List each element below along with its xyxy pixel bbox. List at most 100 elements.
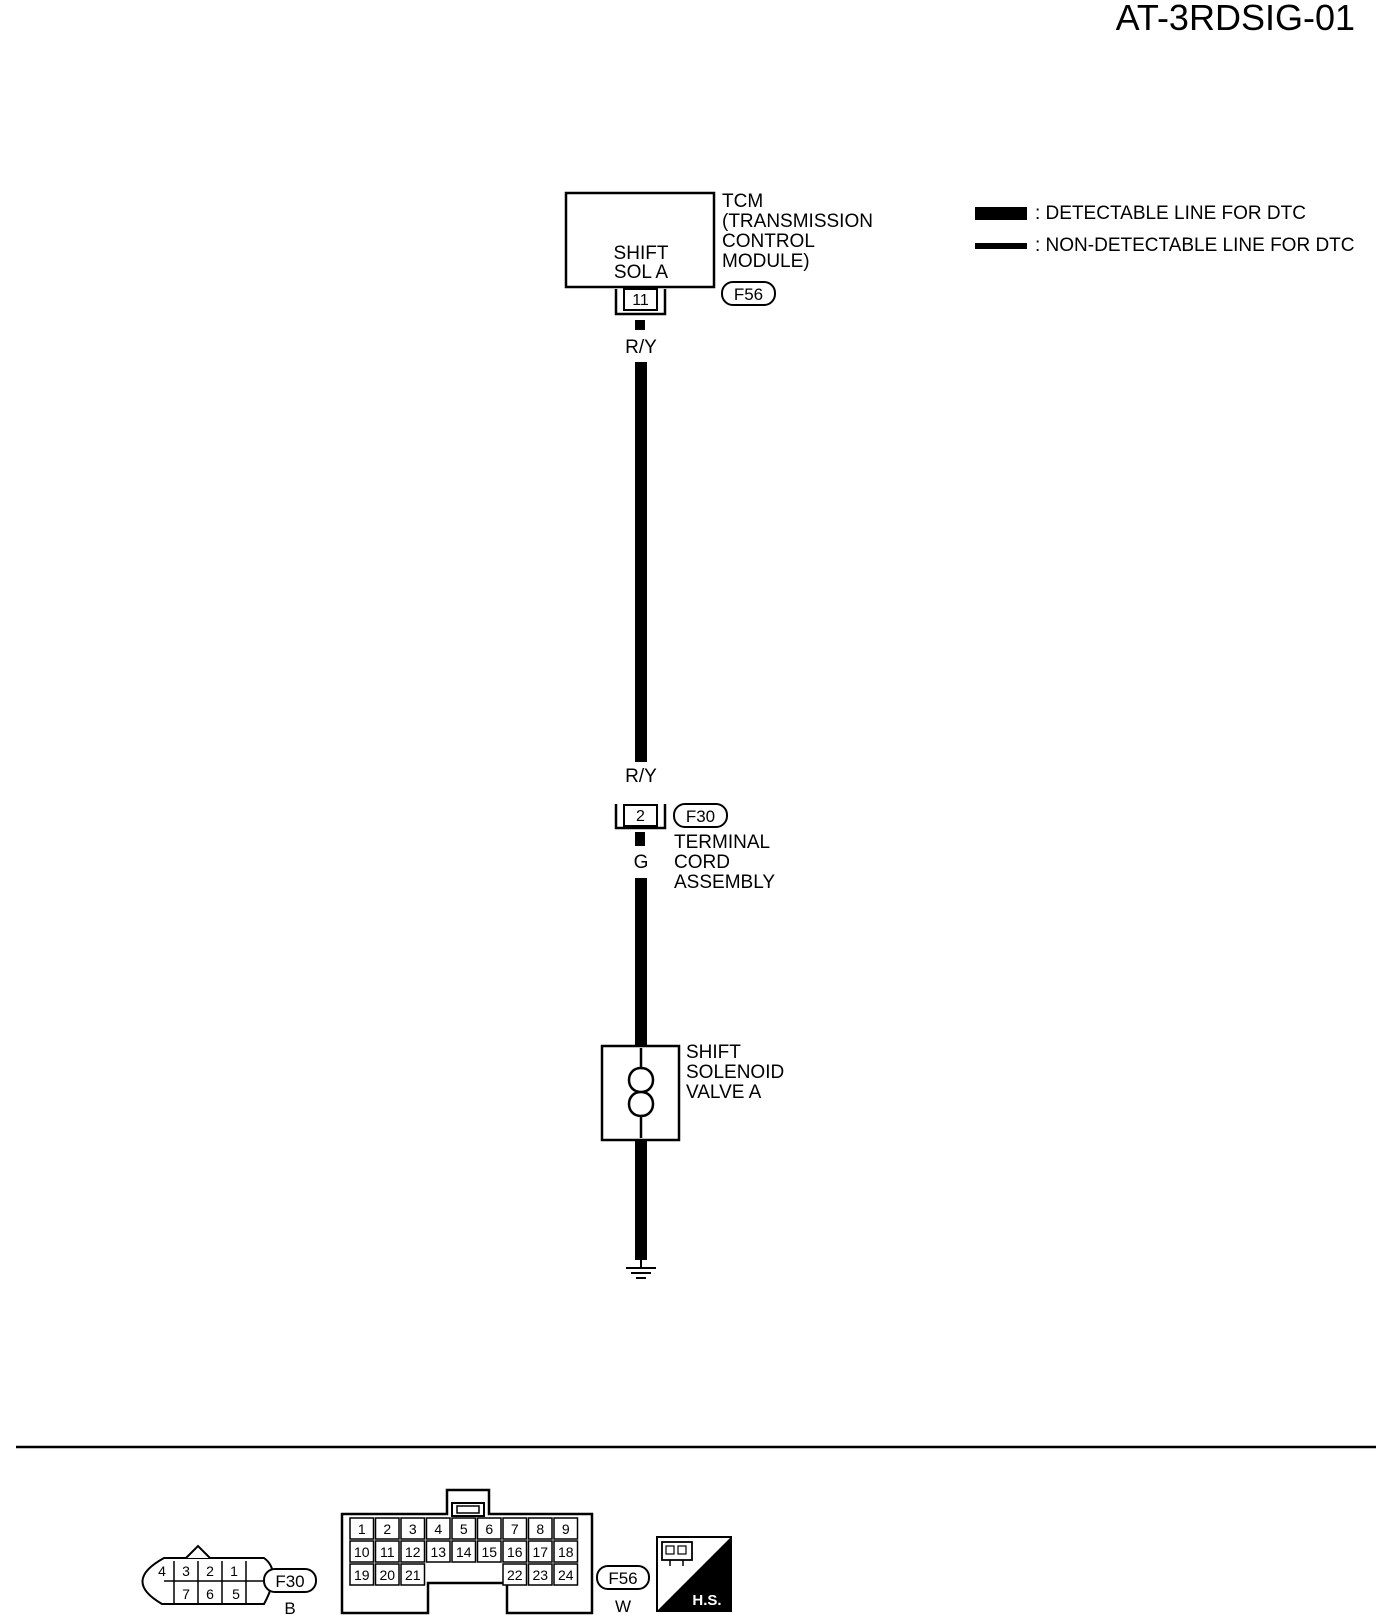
harness-side-symbol: H.S. (656, 1536, 732, 1612)
tcm-name-4: MODULE) (722, 251, 810, 272)
tcm-terminal-number: 11 (632, 292, 649, 309)
f56-pin: 19 (354, 1567, 370, 1583)
tcm-name-1: TCM (722, 191, 763, 212)
terminal-cord-name-1: TERMINAL (674, 832, 770, 853)
f56-pin-cell (425, 1540, 451, 1563)
f56-pin: 10 (354, 1544, 370, 1560)
legend-detectable-label: : DETECTABLE LINE FOR DTC (1035, 203, 1306, 224)
f56-pin-cell (425, 1517, 451, 1540)
f30-face-tag (263, 1568, 317, 1593)
f56-pin: 24 (558, 1567, 574, 1583)
wire-color-lower: R/Y (625, 766, 657, 787)
f30-terminal-box (623, 804, 658, 827)
f56-pin: 3 (409, 1521, 417, 1537)
tcm-connector-id: F56 (734, 285, 763, 304)
tcm-name-3: CONTROL (722, 231, 815, 252)
f30-face-id: F30 (275, 1572, 304, 1591)
tcm-name-2: (TRANSMISSION (722, 211, 873, 232)
hs-label: H.S. (692, 1592, 721, 1609)
hs-black-triangle (657, 1537, 731, 1611)
f56-pin: 20 (379, 1567, 395, 1583)
f30-connector-id: F30 (686, 807, 715, 826)
tcm-inner-label-1: SHIFT (614, 243, 669, 264)
f30-terminal-number: 2 (636, 808, 645, 825)
f30-pin: 1 (230, 1563, 238, 1579)
f56-pin-cell (502, 1540, 528, 1563)
f30-pin: 6 (206, 1586, 214, 1602)
f30-face-color: B (284, 1599, 295, 1618)
f56-pin: 11 (380, 1544, 395, 1560)
f30-key-tab (185, 1544, 211, 1559)
f56-pin-cell (553, 1517, 579, 1540)
f56-pin: 12 (405, 1544, 421, 1560)
diagram-code: AT-3RDSIG-01 (1116, 0, 1355, 38)
f56-pin: 6 (485, 1521, 493, 1537)
wire-main-ry (635, 362, 647, 762)
f30-pin: 3 (182, 1563, 190, 1579)
f30-pin: 4 (158, 1563, 166, 1579)
connector-icon (661, 1541, 693, 1566)
solenoid-name-1: SHIFT (686, 1042, 741, 1063)
f56-pin-cell (374, 1517, 400, 1540)
f56-pin-cell (349, 1563, 375, 1586)
f56-pin: 18 (558, 1544, 574, 1560)
legend-non-detectable-swatch (975, 243, 1027, 249)
f56-pin: 23 (532, 1567, 548, 1583)
f56-pin-cell (553, 1540, 579, 1563)
f56-pin: 17 (532, 1544, 548, 1560)
f56-pin: 4 (434, 1521, 442, 1537)
f56-pin-cell (451, 1540, 477, 1563)
f56-pin-cell (553, 1563, 579, 1586)
tcm-inner-label-2: SOL A (614, 262, 669, 283)
f30-bracket (614, 804, 667, 830)
f56-face-color: W (615, 1597, 631, 1616)
tcm-block: SHIFT SOL A TCM (TRANSMISSION CONTROL MO… (564, 191, 873, 316)
f56-pin: 8 (536, 1521, 544, 1537)
f56-pin-cell (349, 1540, 375, 1563)
f56-face-tag (596, 1565, 650, 1590)
f56-pin: 2 (383, 1521, 391, 1537)
f56-pin-cell (374, 1563, 400, 1586)
f56-pin-cell (476, 1517, 502, 1540)
f56-pin-cell (400, 1563, 426, 1586)
terminal-cord-name-2: CORD (674, 852, 730, 873)
f30-connector-face: 4 3 2 1 7 6 5 F30 B (141, 1544, 317, 1618)
wire-tcm-stub (635, 320, 645, 330)
legend-non-detectable-label: : NON-DETECTABLE LINE FOR DTC (1035, 235, 1355, 256)
legend: : DETECTABLE LINE FOR DTC : NON-DETECTAB… (975, 203, 1355, 256)
wire-color-g: G (634, 852, 649, 873)
f56-pin-cell (502, 1517, 528, 1540)
f56-pin-cell (400, 1540, 426, 1563)
f56-pin: 5 (460, 1521, 468, 1537)
shift-solenoid-valve: SHIFT SOLENOID VALVE A (600, 1042, 784, 1142)
f56-pin-cell (527, 1563, 553, 1586)
f56-pin-cell (349, 1517, 375, 1540)
f56-pin: 13 (430, 1544, 446, 1560)
tcm-terminal-box (623, 288, 658, 311)
terminal-cord-name-3: ASSEMBLY (674, 872, 775, 893)
f56-pin-cell (527, 1517, 553, 1540)
f30-pin: 7 (182, 1586, 190, 1602)
legend-detectable-swatch (975, 207, 1027, 220)
f30-pin: 5 (232, 1586, 240, 1602)
wire-main-g (635, 878, 647, 1046)
f56-pin-cell (451, 1517, 477, 1540)
f56-pin: 15 (481, 1544, 497, 1560)
f56-pin-cell (476, 1540, 502, 1563)
ground-icon (626, 1258, 656, 1279)
tcm-box (564, 191, 716, 289)
f56-pin: 14 (456, 1544, 472, 1560)
solenoid-name-2: SOLENOID (686, 1062, 784, 1083)
f56-pin-cell (502, 1563, 528, 1586)
f56-pin: 9 (562, 1521, 570, 1537)
f56-face-id: F56 (608, 1569, 637, 1588)
solenoid-name-3: VALVE A (686, 1082, 762, 1103)
f56-pin: 1 (358, 1521, 366, 1537)
f56-pin-cell (400, 1517, 426, 1540)
solenoid-coil-loops-icon (640, 1066, 655, 1118)
wire-color-upper: R/Y (625, 337, 657, 358)
terminal-cord-connector: 2 F30 TERMINAL CORD ASSEMBLY (614, 803, 775, 893)
